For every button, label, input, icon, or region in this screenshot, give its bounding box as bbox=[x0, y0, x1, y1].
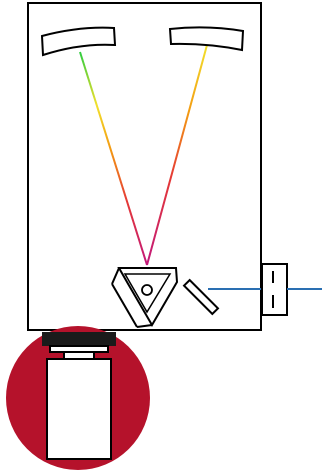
grating-pivot bbox=[141, 284, 153, 296]
prism-grating bbox=[111, 267, 179, 328]
ray-grating-to-mirror bbox=[79, 51, 148, 266]
curved-mirror-right bbox=[168, 26, 245, 52]
curved-mirror-left bbox=[40, 26, 117, 57]
slit-housing bbox=[261, 263, 322, 316]
detector-cap bbox=[42, 332, 116, 346]
flat-mirror bbox=[182, 278, 220, 316]
camera-detector bbox=[6, 326, 150, 470]
ray-mirror-to-grating bbox=[146, 44, 208, 266]
detector-sensor-window bbox=[46, 358, 112, 460]
detector-neck bbox=[63, 351, 95, 360]
